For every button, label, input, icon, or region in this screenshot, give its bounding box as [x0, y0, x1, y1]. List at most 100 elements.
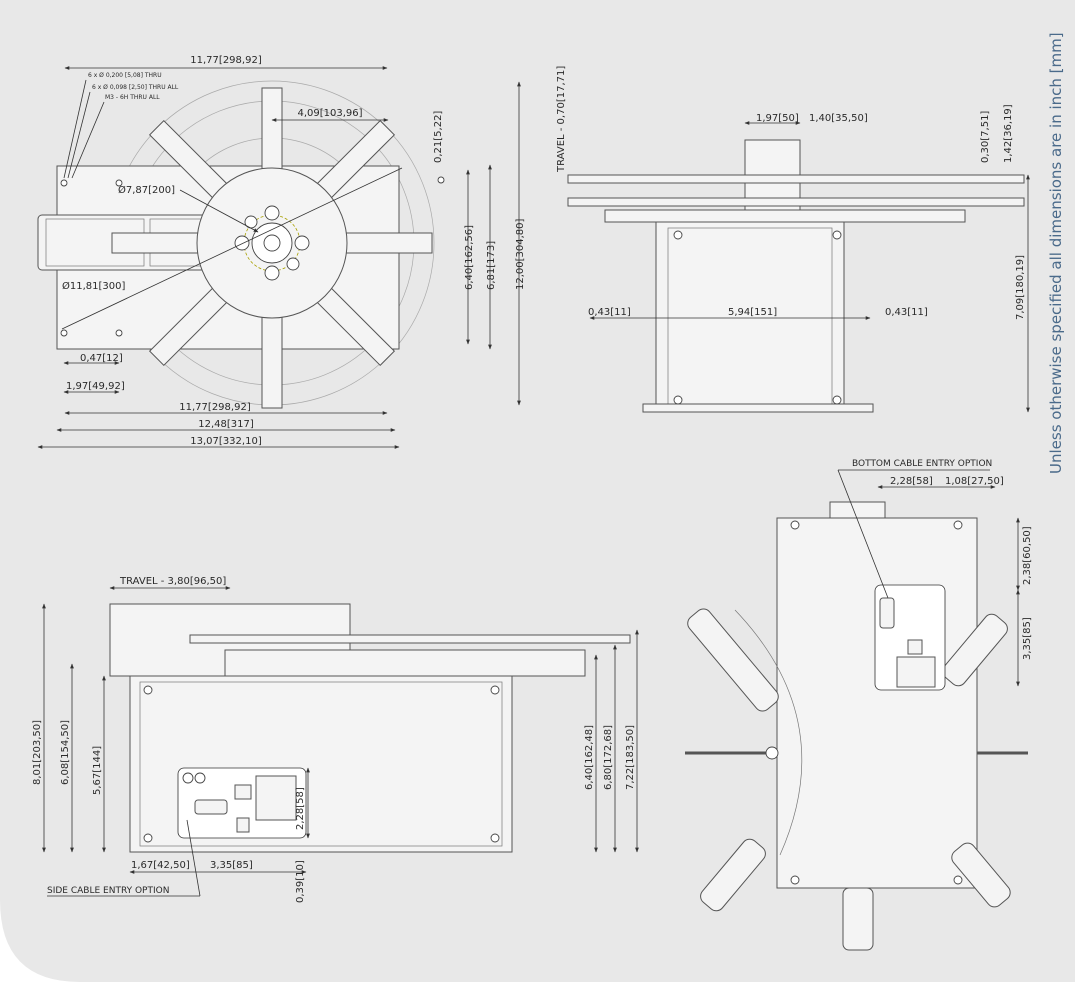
- dim-conn-off: 0,39[10]: [295, 860, 306, 903]
- gripper-bar-top: [567, 174, 1025, 184]
- disc-hole: [294, 235, 310, 251]
- dim-edge-gap: 0,21[5,22]: [433, 111, 444, 163]
- dim-d4: 1,42[36,19]: [1003, 104, 1014, 163]
- dim-hole-x1: 0,47[12]: [80, 353, 123, 364]
- side-view: TRAVEL - 3,80[96,50] 8,01[203,50] 6,08[1…: [32, 576, 639, 903]
- disc-hole: [264, 205, 280, 221]
- power-inlet: [255, 775, 297, 821]
- dim-d3: 0,30[7,51]: [980, 111, 991, 163]
- dim-width-overall: 13,07[332,10]: [190, 436, 262, 447]
- screw: [143, 833, 153, 843]
- dim-b1: 1,67[42,50]: [131, 860, 190, 871]
- leader: [61, 167, 403, 330]
- dim-conn-h: 2,28[58]: [295, 787, 306, 830]
- screw: [953, 875, 963, 885]
- dim-left: 0,43[11]: [588, 307, 631, 318]
- dim-d1: 1,97[50]: [756, 113, 799, 124]
- dim-b2: 3,35[85]: [210, 860, 253, 871]
- arm-lower-right: [951, 842, 1011, 908]
- arm-left: [687, 608, 779, 712]
- dim-width-mid: 12,48[317]: [198, 419, 254, 430]
- dim-h2: 6,08[154,50]: [60, 720, 71, 785]
- db-connector: [879, 597, 895, 629]
- dim-right: 0,43[11]: [885, 307, 928, 318]
- dim-w1: 2,28[58]: [890, 476, 933, 487]
- leader: [71, 101, 105, 179]
- dim-h2: 3,35[85]: [1022, 617, 1033, 660]
- screw: [673, 230, 683, 240]
- gripper-bar-bottom: [567, 197, 1025, 207]
- dim-h3: 12,00[304,80]: [515, 218, 526, 290]
- side-cable-label: SIDE CABLE ENTRY OPTION: [47, 886, 169, 896]
- front-view: TRAVEL - 0,70[17,71] 1,97[50] 1,40[35,50…: [556, 66, 1030, 413]
- base-foot: [642, 403, 874, 413]
- bottom-view: BOTTOM CABLE ENTRY OPTION 2,28[58] 1,08[…: [685, 459, 1033, 951]
- top-view: 11,77[298,92] 6 x Ø 0,200 [5,08] THRU 6 …: [37, 55, 526, 449]
- dim-r3: 7,22[183,50]: [625, 725, 636, 790]
- leader: [67, 91, 91, 179]
- dim-arm-offset: 4,09[103,96]: [297, 108, 362, 119]
- top-tab: [829, 501, 886, 519]
- db-connector: [194, 799, 228, 815]
- bottom-tab: [842, 887, 874, 951]
- dim-travel: TRAVEL - 3,80[96,50]: [119, 576, 226, 587]
- leader: [63, 79, 87, 179]
- dim-h2: 6,81[173]: [486, 241, 497, 290]
- screw: [490, 685, 500, 695]
- disc-hole: [286, 257, 300, 271]
- dim-hole-x2: 1,97[49,92]: [66, 381, 125, 392]
- dim-h1: 8,01[203,50]: [32, 720, 43, 785]
- power-inlet: [896, 656, 936, 688]
- screw: [490, 833, 500, 843]
- mount-hole: [60, 329, 68, 337]
- housing: [655, 221, 845, 411]
- mount-hole: [437, 176, 445, 184]
- hole-note-1: 6 x Ø 0,200 [5,08] THRU: [88, 72, 162, 79]
- dim-h3: 5,67[144]: [92, 746, 103, 795]
- mount-hole: [60, 179, 68, 187]
- bottom-cable-label: BOTTOM CABLE ENTRY OPTION: [852, 459, 992, 469]
- screw: [953, 520, 963, 530]
- screw: [790, 875, 800, 885]
- dim-h1: 6,40[162,56]: [464, 225, 475, 290]
- units-note: Unless otherwise specified all dimension…: [1047, 32, 1065, 474]
- housing-panel: [139, 681, 503, 847]
- mount-hole: [115, 329, 123, 337]
- screw: [832, 395, 842, 405]
- leader: [179, 189, 259, 233]
- arm-right: [942, 613, 1008, 687]
- ethernet-port: [907, 639, 923, 655]
- power-switch: [236, 817, 250, 833]
- dim-r2: 6,80[172,68]: [603, 725, 614, 790]
- screw: [832, 230, 842, 240]
- dim-bolt-circle: Ø7,87[200]: [118, 184, 175, 196]
- port-round: [182, 772, 194, 784]
- top-plate: [604, 209, 966, 223]
- dim-width-bottom: 11,77[298,92]: [179, 402, 251, 413]
- dim-travel: TRAVEL - 0,70[17,71]: [556, 66, 567, 173]
- dim-r1: 6,40[162,48]: [584, 725, 595, 790]
- dim-disc-diameter: Ø11,81[300]: [62, 280, 126, 292]
- screw: [143, 685, 153, 695]
- dim-height: 7,09[180,19]: [1015, 255, 1026, 320]
- disc-hole: [264, 265, 280, 281]
- gripper-assembly: [224, 649, 586, 677]
- leader: [186, 819, 201, 897]
- dim-h1: 2,38[60,50]: [1022, 526, 1033, 585]
- port-round: [194, 772, 206, 784]
- hole-note-3: M3 - 6H THRU ALL: [105, 94, 160, 101]
- dim-w2: 1,08[27,50]: [945, 476, 1004, 487]
- screw: [673, 395, 683, 405]
- arm-travel-arc: [734, 609, 803, 856]
- shaft-hub: [765, 746, 779, 760]
- gripper-bar: [189, 634, 631, 644]
- dim-width-top: 11,77[298,92]: [190, 55, 262, 66]
- screw: [790, 520, 800, 530]
- hole-note-2: 6 x Ø 0,098 [2,50] THRU ALL: [92, 84, 179, 91]
- arm-lower-left: [700, 838, 766, 912]
- disc-hole: [234, 235, 250, 251]
- base-outline: [776, 517, 978, 889]
- leader: [837, 469, 889, 599]
